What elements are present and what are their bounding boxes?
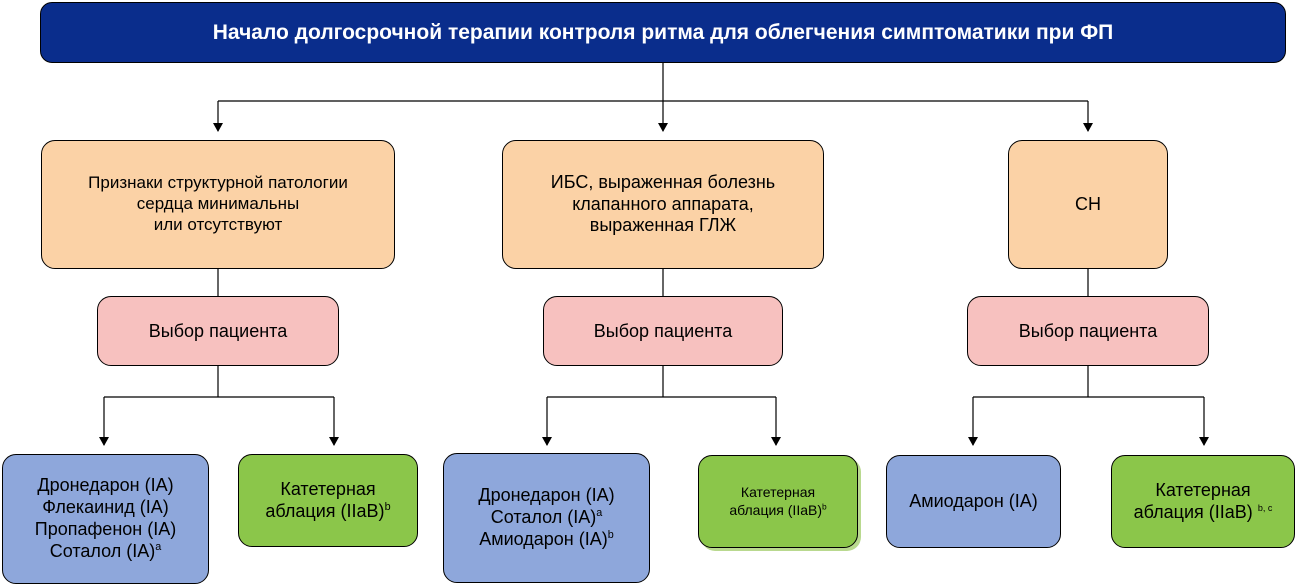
drug-item: Амиодарон (IA)b (479, 528, 614, 549)
title-text: Начало долгосрочной терапии контроля рит… (212, 20, 1114, 44)
drug-item: Дронедарон (IA) (478, 485, 615, 506)
patient-selection-box-2: Выбор пациента (543, 296, 783, 366)
catheter-ablation-box-3: Катетерная аблация (IIaB) b, c (1111, 455, 1295, 548)
ablation-line: Катетерная (1155, 479, 1251, 500)
drug-item: Амиодарон (IA) (909, 490, 1038, 511)
catheter-ablation-box-2: Катетерная аблация (IIaB)b (698, 455, 858, 548)
ablation-line: аблация (IIaB)b (729, 500, 827, 518)
condition-line: ИБС, выраженная болезнь (550, 171, 776, 192)
footnote-mark: b (822, 500, 827, 511)
drug-item: Соталол (IA)a (490, 507, 603, 528)
condition-line: СН (1075, 193, 1101, 214)
condition-box-ihd-valve-lvh: ИБС, выраженная болезнь клапанного аппар… (502, 140, 824, 269)
ablation-line: аблация (IIaB)b (265, 500, 391, 521)
condition-line: клапанного аппарата, (572, 193, 754, 214)
condition-line: Признаки структурной патологии (88, 173, 348, 193)
title-box: Начало долгосрочной терапии контроля рит… (40, 2, 1286, 63)
condition-line: выраженная ГЛЖ (589, 215, 737, 236)
ablation-line: Катетерная (280, 478, 376, 499)
condition-line: или отсутствуют (153, 214, 283, 234)
catheter-ablation-box-1: Катетерная аблация (IIaB)b (238, 454, 418, 547)
selection-label: Выбор пациента (148, 320, 288, 341)
condition-box-heart-failure: СН (1008, 140, 1168, 269)
footnote-mark: b (384, 500, 391, 513)
drug-item: Соталол (IA)a (49, 540, 162, 561)
patient-selection-box-1: Выбор пациента (97, 296, 339, 366)
footnote-mark: b (607, 528, 614, 541)
footnote-mark: a (155, 540, 162, 553)
ablation-line: аблация (IIaB) b, c (1133, 501, 1273, 522)
drug-therapy-box-1: Дронедарон (IA) Флекаинид (IA) Пропафено… (2, 454, 209, 584)
condition-box-minimal-structural: Признаки структурной патологии сердца ми… (41, 140, 395, 269)
drug-item: Пропафенон (IA) (34, 519, 177, 539)
ablation-line: Катетерная (740, 484, 816, 501)
selection-label: Выбор пациента (1018, 320, 1158, 341)
drug-item: Дронедарон (IA) (37, 475, 174, 496)
selection-label: Выбор пациента (593, 320, 733, 341)
condition-line: сердца минимальны (136, 194, 300, 214)
drug-item: Флекаинид (IA) (42, 497, 169, 518)
footnote-mark: a (596, 507, 603, 520)
drug-therapy-box-2: Дронедарон (IA) Соталол (IA)a Амиодарон … (443, 453, 650, 583)
drug-therapy-box-3: Амиодарон (IA) (886, 455, 1061, 548)
patient-selection-box-3: Выбор пациента (967, 296, 1209, 366)
footnote-mark: b, c (1257, 502, 1273, 513)
